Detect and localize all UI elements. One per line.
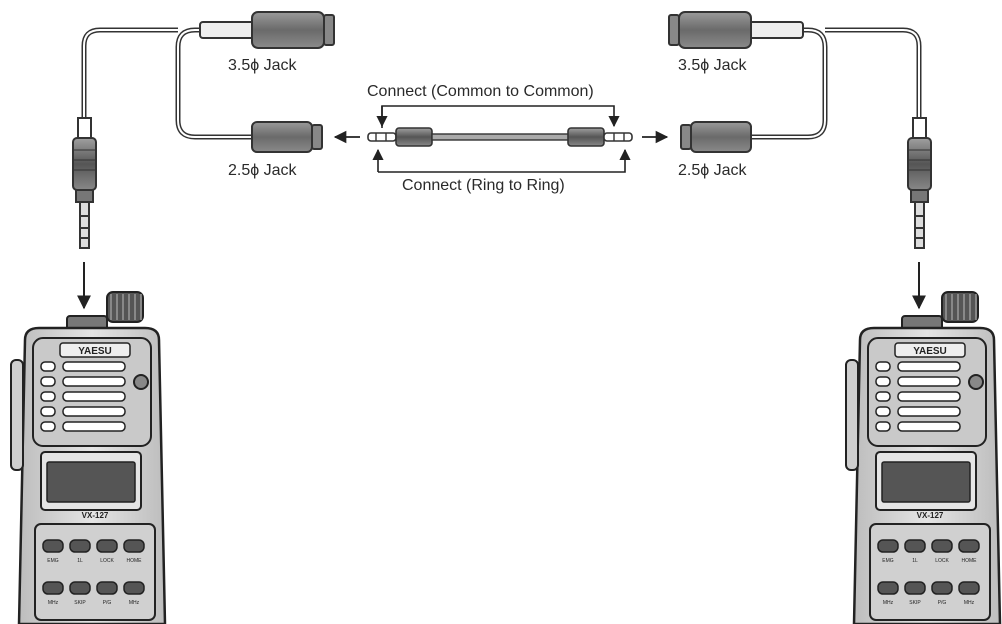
keypad-key	[123, 539, 145, 553]
keypad-key	[877, 539, 899, 553]
mic-port	[968, 374, 984, 390]
right-jack-2-5	[680, 121, 752, 153]
speaker-slot	[62, 361, 126, 372]
key-label: HOME	[962, 558, 978, 564]
keypad-key	[42, 581, 64, 595]
speaker-slot	[897, 391, 961, 402]
speaker-slot	[875, 361, 891, 372]
speaker-slot	[40, 406, 56, 417]
speaker-slot	[62, 421, 126, 432]
brand-plate	[59, 342, 131, 358]
speaker-slot	[897, 361, 961, 372]
speaker-slot	[897, 376, 961, 387]
key-label: P/G	[103, 600, 112, 606]
key-label: MHz	[129, 600, 140, 606]
keypad-key	[931, 581, 953, 595]
brand-label: YAESU	[913, 346, 947, 357]
left-jack-3-5-label: 3.5ϕ Jack	[228, 57, 298, 74]
keypad-key	[96, 581, 118, 595]
speaker-slot	[40, 376, 56, 387]
left-jack-2-5	[251, 121, 323, 153]
connect-ring-label: Connect (Ring to Ring)	[402, 177, 565, 194]
key-label: 1L	[912, 558, 918, 564]
key-label: LOCK	[100, 558, 114, 564]
lcd-screen	[46, 461, 136, 503]
right-adapter-cable	[668, 11, 932, 310]
left-jack-3-5	[199, 11, 335, 49]
key-label: EMG	[47, 558, 59, 564]
keypad-key	[42, 539, 64, 553]
speaker-slot	[875, 391, 891, 402]
keypad-key	[904, 581, 926, 595]
key-label: SKIP	[909, 600, 921, 606]
speaker-slot	[875, 421, 891, 432]
speaker-slot	[40, 391, 56, 402]
speaker-slot	[62, 406, 126, 417]
keypad-key	[123, 581, 145, 595]
volume-knob	[106, 291, 144, 323]
side-panel	[845, 359, 859, 471]
brand-label: YAESU	[78, 346, 112, 357]
key-label: MHz	[964, 600, 975, 606]
speaker-slot	[40, 421, 56, 432]
keypad-key	[877, 581, 899, 595]
right-jack-3-5-label: 3.5ϕ Jack	[678, 57, 748, 74]
keypad-key	[69, 539, 91, 553]
key-label: P/G	[938, 600, 947, 606]
left-radio-plug	[72, 117, 97, 249]
right-radio-plug	[907, 117, 932, 249]
keypad-key	[69, 581, 91, 595]
mic-port	[133, 374, 149, 390]
left-jack-2-5-label: 2.5ϕ Jack	[228, 162, 298, 179]
speaker-slot	[897, 421, 961, 432]
speaker-slot	[62, 391, 126, 402]
volume-knob	[941, 291, 979, 323]
key-label: 1L	[77, 558, 83, 564]
key-label: MHz	[883, 600, 894, 606]
right-jack-2-5-label: 2.5ϕ Jack	[678, 162, 748, 179]
keypad-key	[931, 539, 953, 553]
keypad-key	[904, 539, 926, 553]
speaker-slot	[40, 361, 56, 372]
speaker-slot	[875, 376, 891, 387]
patch-cable	[333, 105, 669, 173]
right-jack-3-5	[668, 11, 804, 49]
left-adapter-cable	[72, 11, 335, 310]
key-label: EMG	[882, 558, 894, 564]
side-panel	[10, 359, 24, 471]
key-label: HOME	[127, 558, 143, 564]
model-label: VX-127	[917, 511, 944, 520]
speaker-slot	[875, 406, 891, 417]
connect-common-label: Connect (Common to Common)	[367, 83, 594, 100]
key-label: MHz	[48, 600, 59, 606]
keypad-key	[96, 539, 118, 553]
brand-plate	[894, 342, 966, 358]
lcd-screen	[881, 461, 971, 503]
keypad-key	[958, 581, 980, 595]
model-label: VX-127	[82, 511, 109, 520]
key-label: LOCK	[935, 558, 949, 564]
keypad-key	[958, 539, 980, 553]
speaker-slot	[897, 406, 961, 417]
speaker-slot	[62, 376, 126, 387]
key-label: SKIP	[74, 600, 86, 606]
